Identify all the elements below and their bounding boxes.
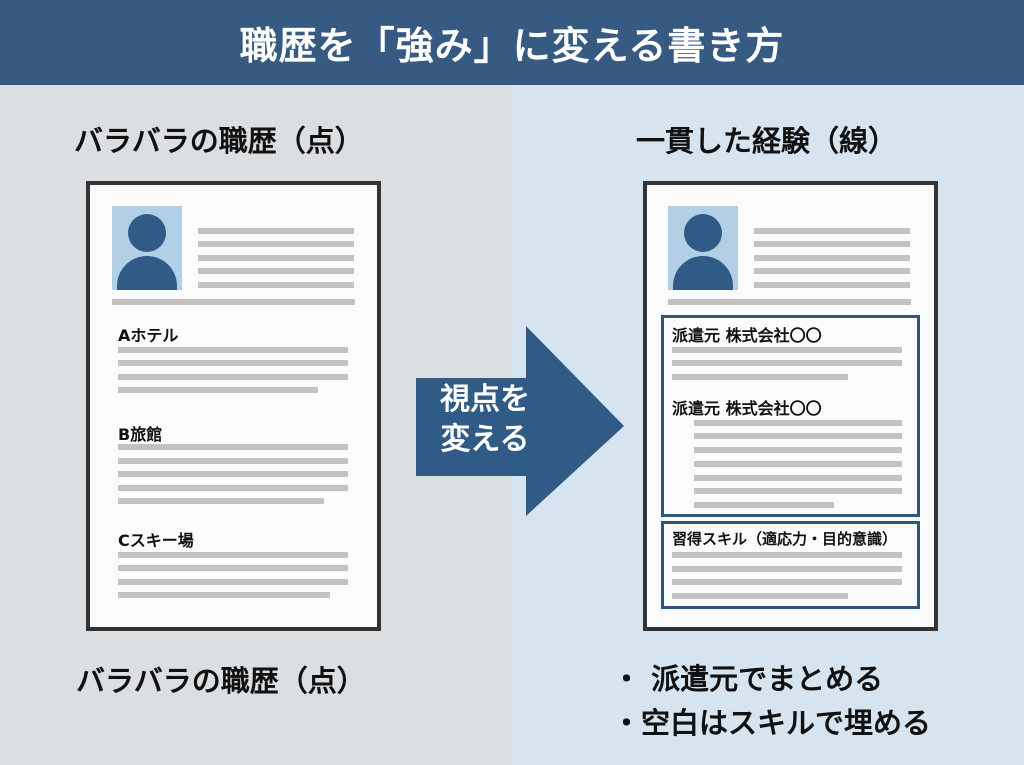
section-label-a-hotel: Aホテル xyxy=(118,326,179,345)
header-banner: 職歴を「強み」に変える書き方 xyxy=(0,0,1024,85)
grouped-employer-box xyxy=(661,315,920,517)
person-silhouette-icon xyxy=(668,206,738,290)
section-label-skills: 習得スキル（適応力・目的意識） xyxy=(672,530,898,548)
section-label-dispatch-1: 派遣元 株式会社〇〇 xyxy=(672,326,822,345)
right-arrow-icon xyxy=(416,326,624,516)
section-label-dispatch-2: 派遣元 株式会社〇〇 xyxy=(672,399,822,418)
section-label-b-ryokan: B旅館 xyxy=(118,425,163,444)
right-bullet-1: ・ 派遣元でまとめる xyxy=(612,662,884,696)
page-title: 職歴を「強み」に変える書き方 xyxy=(239,24,785,68)
left-caption: バラバラの職歴（点） xyxy=(76,664,366,698)
right-panel-title: 一貫した経験（線） xyxy=(636,124,898,158)
skills-box xyxy=(661,521,920,609)
section-label-c-ski: Cスキー場 xyxy=(118,531,194,550)
arrow-label: 視点を 変える xyxy=(440,382,530,457)
left-panel-title: バラバラの職歴（点） xyxy=(74,124,364,158)
right-bullet-2: ・空白はスキルで埋める xyxy=(612,706,932,740)
person-silhouette-icon xyxy=(112,206,182,290)
